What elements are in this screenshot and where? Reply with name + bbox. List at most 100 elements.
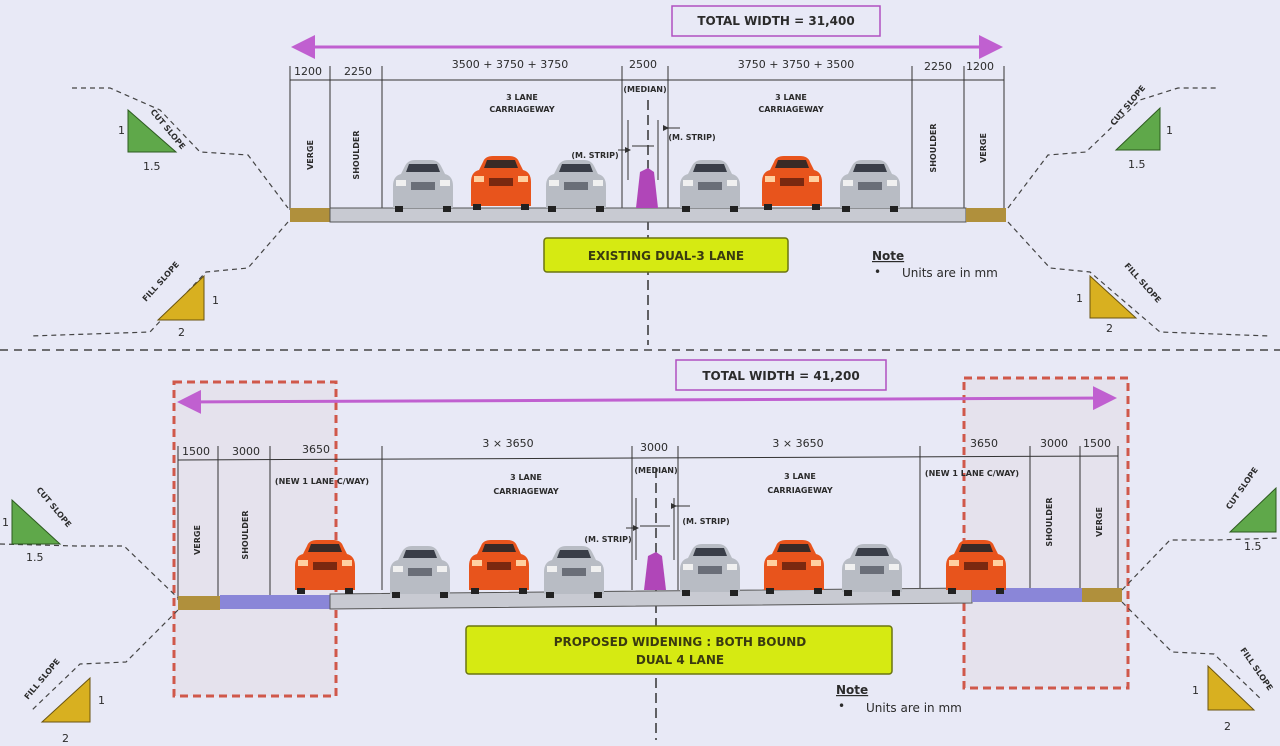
proposed-verge-left: VERGE <box>193 525 202 555</box>
existing-shoulder-right: SHOULDER <box>929 123 938 172</box>
proposed-total-width-arrow <box>177 386 1117 414</box>
proposed-note-title: Note <box>836 683 868 697</box>
proposed-median-label: (MEDIAN) <box>634 466 677 475</box>
existing-cut-label-right: CUT SLOPE <box>1109 84 1148 128</box>
existing-note-title: Note <box>872 249 904 263</box>
existing-car-2 <box>471 156 531 210</box>
existing-car-6 <box>840 160 900 212</box>
existing-fill-triangle-left <box>156 274 205 321</box>
existing-fill-triangle-right <box>1089 274 1138 319</box>
proposed-dim-shoulder-right: 3000 <box>1040 437 1068 450</box>
existing-median-barrier <box>636 168 658 208</box>
proposed-banner <box>465 625 893 675</box>
existing-verge-right: VERGE <box>979 133 988 163</box>
proposed-cut-v-left: 1 <box>2 516 9 529</box>
existing-cut-triangle-right <box>1114 106 1161 151</box>
proposed-carriageway-right-1: 3 LANE <box>784 472 816 481</box>
existing-dim-median: 2500 <box>629 58 657 71</box>
proposed-dim-new-lane-right: 3650 <box>970 437 998 450</box>
proposed-verge-left-block <box>178 596 220 610</box>
proposed-car-3 <box>469 540 529 594</box>
existing-cut-slope-left <box>72 87 289 209</box>
existing-fill-label-right: FILL SLOPE <box>1123 261 1163 304</box>
proposed-dim-new-lane-left: 3650 <box>302 443 330 456</box>
proposed-note-text: Units are in mm <box>866 701 962 715</box>
proposed-car-6 <box>764 540 824 594</box>
widening-box-right <box>962 376 1130 690</box>
existing-car-5 <box>762 156 822 210</box>
proposed-shoulder-left: SHOULDER <box>241 510 250 559</box>
existing-median-label: (MEDIAN) <box>623 85 666 94</box>
proposed-m-strip-left: (M. STRIP) <box>584 535 631 544</box>
existing-cut-v-right: 1 <box>1166 124 1173 137</box>
existing-fill-h-right: 2 <box>1106 322 1113 335</box>
existing-carriageway-left-2: CARRIAGEWAY <box>489 105 554 114</box>
proposed-cut-h-left: 1.5 <box>26 551 44 564</box>
proposed-new-lane-right-label: (NEW 1 LANE C/WAY) <box>925 469 1019 478</box>
existing-verge-right-block <box>966 208 1006 222</box>
existing-fill-label-left: FILL SLOPE <box>141 260 181 303</box>
proposed-cut-h-right: 1.5 <box>1244 540 1262 553</box>
proposed-carriageway-right-2: CARRIAGEWAY <box>767 486 832 495</box>
proposed-car-2 <box>390 546 450 598</box>
proposed-fill-label-right: FILL SLOPE <box>1238 646 1274 692</box>
proposed-fill-v-right: 1 <box>1192 684 1199 697</box>
proposed-car-5 <box>680 544 740 596</box>
existing-cut-h-left: 1.5 <box>143 160 161 173</box>
proposed-fill-triangle-left <box>40 676 91 723</box>
existing-dim-shoulder-right: 2250 <box>924 60 952 73</box>
existing-m-strip-right: (M. STRIP) <box>668 133 715 142</box>
proposed-carriageway-left-2: CARRIAGEWAY <box>493 487 558 496</box>
proposed-new-lane-left-label: (NEW 1 LANE C/WAY) <box>275 477 369 486</box>
existing-dim-lanes-right: 3750 + 3750 + 3500 <box>738 58 854 71</box>
proposed-banner-line2: DUAL 4 LANE <box>636 653 724 667</box>
proposed-total-width: TOTAL WIDTH = 41,200 <box>702 369 859 383</box>
existing-dim-verge-left: 1200 <box>294 65 322 78</box>
existing-shoulder-left: SHOULDER <box>352 130 361 179</box>
existing-car-4 <box>680 160 740 212</box>
proposed-fill-triangle-right <box>1207 664 1256 711</box>
proposed-cut-label-left: CUT SLOPE <box>34 486 73 530</box>
proposed-car-4 <box>544 546 604 598</box>
proposed-cut-slope-left <box>0 543 179 599</box>
existing-cut-v-left: 1 <box>118 124 125 137</box>
proposed-median-barrier <box>644 552 666 590</box>
proposed-dim-verge-left: 1500 <box>182 445 210 458</box>
proposed-road <box>329 587 973 610</box>
existing-verge-left: VERGE <box>306 140 315 170</box>
proposed-dim-verge-right: 1500 <box>1083 437 1111 450</box>
proposed-car-7 <box>842 544 902 596</box>
existing-cut-slope-right <box>1007 87 1218 209</box>
existing-total-width: TOTAL WIDTH = 31,400 <box>697 14 854 28</box>
proposed-verge-right-block <box>1082 588 1122 602</box>
proposed-new-lane-right-block <box>972 588 1082 602</box>
proposed-new-lane-left-block <box>220 595 330 609</box>
existing-road <box>329 207 967 223</box>
proposed-dim-lanes-left: 3 × 3650 <box>482 437 533 450</box>
existing-cut-triangle-left <box>127 108 178 153</box>
proposed-cut-slope-right <box>1121 537 1280 591</box>
existing-dim-verge-right: 1200 <box>966 60 994 73</box>
existing-carriageway-right-2: CARRIAGEWAY <box>758 105 823 114</box>
existing-section: TOTAL WIDTH = 31,400 1200 2250 3500 + 37… <box>29 5 1271 339</box>
existing-cut-h-right: 1.5 <box>1128 158 1146 171</box>
existing-dim-lanes-left: 3500 + 3750 + 3750 <box>452 58 568 71</box>
proposed-cut-triangle-right <box>1228 486 1277 533</box>
proposed-fill-label-left: FILL SLOPE <box>23 657 62 701</box>
existing-banner <box>543 237 789 273</box>
existing-fill-v-right: 1 <box>1076 292 1083 305</box>
proposed-dim-shoulder-left: 3000 <box>232 445 260 458</box>
proposed-section: TOTAL WIDTH = 41,200 1500 3000 3650 3 × … <box>0 359 1280 745</box>
existing-fill-h-left: 2 <box>178 326 185 339</box>
proposed-fill-slope-right <box>1121 601 1263 701</box>
existing-verge-left-block <box>290 208 330 222</box>
proposed-fill-h-right: 2 <box>1224 720 1231 733</box>
existing-carriageway-left-1: 3 LANE <box>506 93 538 102</box>
existing-car-1 <box>393 160 453 212</box>
existing-carriageway-right-1: 3 LANE <box>775 93 807 102</box>
proposed-dim-median: 3000 <box>640 441 668 454</box>
proposed-fill-h-left: 2 <box>62 732 69 745</box>
existing-fill-slope-left <box>29 221 289 337</box>
existing-note-bullet: • <box>874 265 881 279</box>
